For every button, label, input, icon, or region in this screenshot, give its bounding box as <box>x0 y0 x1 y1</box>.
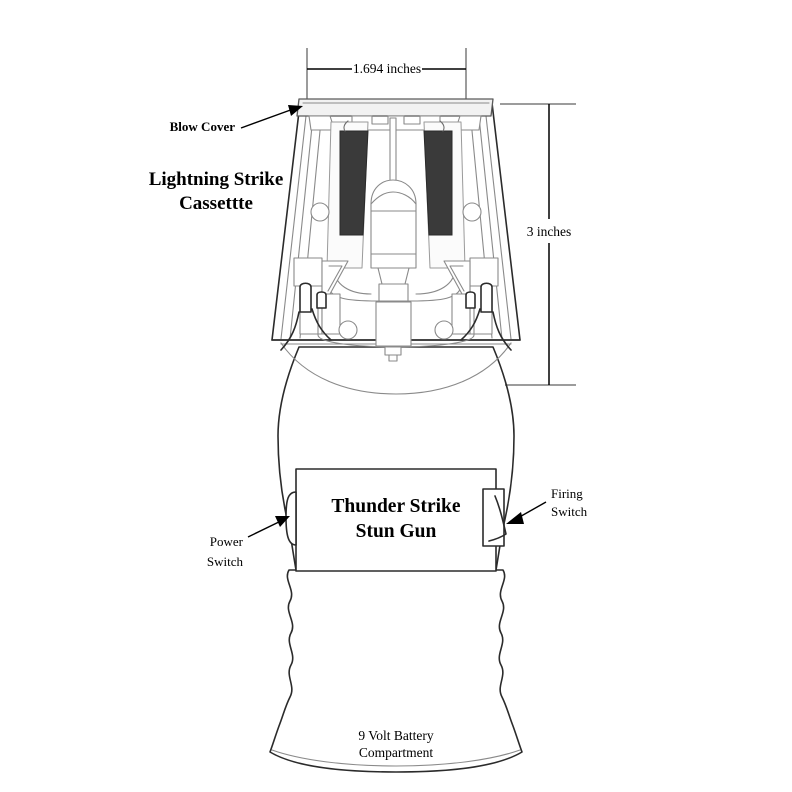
right-electrode-cartridge <box>423 130 453 236</box>
height-dimension-group: 3 inches <box>500 103 576 386</box>
right-prong-pin <box>480 282 493 313</box>
height-dimension-label: 3 inches <box>527 224 572 239</box>
right-bracket-block <box>469 257 499 287</box>
blow-cover-label: Blow Cover <box>170 119 236 134</box>
power-switch-arrow-head <box>275 516 290 527</box>
right-prong-sweep <box>492 311 512 351</box>
power-switch-label-line-1: Power <box>210 534 244 549</box>
center-stem <box>389 117 397 187</box>
cassette-internals-group <box>280 117 512 362</box>
plunger-collar <box>378 283 409 303</box>
stun-gun-body-part: Thunder Strike Stun Gun <box>285 468 507 572</box>
right-electrode-wire <box>439 120 445 132</box>
left-bracket-block <box>293 257 323 287</box>
stun-gun-body-outline <box>295 468 497 572</box>
right-upper-boss <box>462 202 482 222</box>
firing-switch-label-line-2: Switch <box>551 504 588 519</box>
cassette-label-line-1: Lightning Strike <box>149 169 284 190</box>
left-electrode-wire <box>343 120 349 132</box>
cassette-wall-line-l2 <box>289 106 315 340</box>
callout-firing-switch: Firing Switch <box>506 486 588 524</box>
cassette-part-label: Lightning Strike Cassettte <box>149 169 284 214</box>
battery-compartment-label-line-2: Compartment <box>359 745 433 760</box>
left-prong-pin <box>299 282 312 313</box>
right-contact-prong <box>460 282 512 351</box>
central-capacitor <box>370 179 417 269</box>
capacitor-neck <box>377 267 410 285</box>
firing-switch-arrow-head <box>506 512 524 524</box>
left-bracket-wedge-inner <box>327 265 343 292</box>
power-switch-label-line-2: Switch <box>207 554 244 569</box>
left-lower-boss <box>338 320 358 340</box>
capacitor-dome-line <box>370 191 417 205</box>
width-dimension-label: 1.694 inches <box>353 61 421 76</box>
width-dimension-group: 1.694 inches <box>306 48 467 100</box>
right-lower-boss <box>434 320 454 340</box>
cassette-base-plate <box>317 301 475 348</box>
right-bracket-wedge-inner <box>449 265 465 292</box>
plunger-body <box>375 301 412 347</box>
right-cradle-curve <box>415 267 456 295</box>
left-prong-stub <box>316 291 327 309</box>
blow-cover-leader-line <box>240 107 297 129</box>
battery-compartment-label-line-1: 9 Volt Battery <box>358 728 434 743</box>
plunger-tip <box>388 354 398 362</box>
firing-switch-label-line-1: Firing <box>551 486 583 501</box>
left-electrode-cartridge <box>339 130 369 236</box>
cassette-wall-line-r1 <box>484 106 512 340</box>
left-upper-boss <box>310 202 330 222</box>
blow-cover-band <box>296 98 494 117</box>
callout-blow-cover: Blow Cover <box>170 105 303 134</box>
midbody-top-curve <box>280 342 512 395</box>
cassette-label-line-2: Cassettte <box>179 193 253 214</box>
cassette-wall-line-l1 <box>280 106 308 340</box>
firing-switch-plate[interactable] <box>482 488 505 547</box>
battery-compartment-part: 9 Volt Battery Compartment <box>269 569 523 773</box>
right-prong-stub <box>465 291 476 309</box>
blow-cover-arrow-head <box>288 105 303 116</box>
stun-gun-brand-line-1: Thunder Strike <box>331 496 460 517</box>
left-prong-sweep-inner <box>311 308 332 341</box>
stun-gun-brand-line-2: Stun Gun <box>356 521 437 542</box>
firing-switch-part[interactable] <box>482 488 507 547</box>
right-prong-sweep-inner <box>460 308 481 341</box>
firing-switch-trigger[interactable] <box>488 495 507 542</box>
battery-compartment-base-curve <box>271 749 521 767</box>
left-contact-prong <box>280 282 332 351</box>
left-prong-sweep <box>280 311 300 351</box>
battery-compartment-outline <box>269 569 523 773</box>
cassette-wall-line-r2 <box>477 106 503 340</box>
callout-power-switch: Power Switch <box>207 516 290 569</box>
